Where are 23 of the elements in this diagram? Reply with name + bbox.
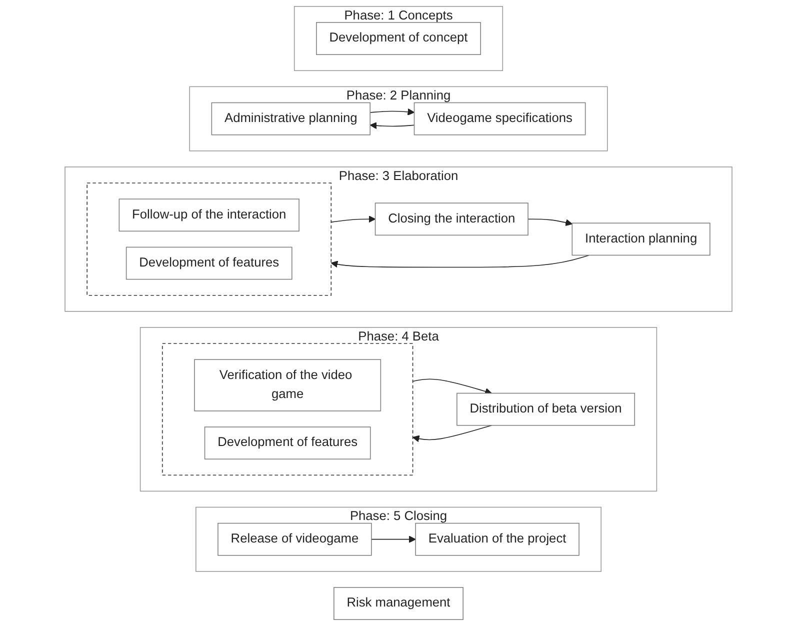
arrow [371, 536, 416, 543]
node-box: Follow-up of the interaction [118, 198, 300, 232]
node-box: Evaluation of the project [415, 522, 580, 556]
arrow [528, 218, 572, 226]
node-box: Videogame specifications [414, 102, 586, 136]
node-box: Interaction planning [572, 222, 710, 256]
arrow [370, 122, 415, 130]
arrow [330, 254, 590, 268]
node-box: Development of features [126, 246, 292, 280]
node-box: Risk management [334, 587, 464, 620]
node-box: Verification of the video game [194, 359, 382, 412]
node-box: Release of videogame [218, 522, 372, 556]
node-box: Distribution of beta version [456, 392, 636, 426]
arrow [412, 378, 492, 395]
node-box: Administrative planning [211, 102, 371, 136]
cluster [162, 343, 414, 476]
node-box: Development of concept [316, 22, 481, 55]
cluster [86, 182, 332, 296]
node-box: Closing the interaction [374, 202, 528, 236]
node-box: Development of features [204, 426, 371, 460]
arrow [330, 216, 376, 223]
arrow [370, 108, 415, 116]
arrow [412, 424, 492, 442]
